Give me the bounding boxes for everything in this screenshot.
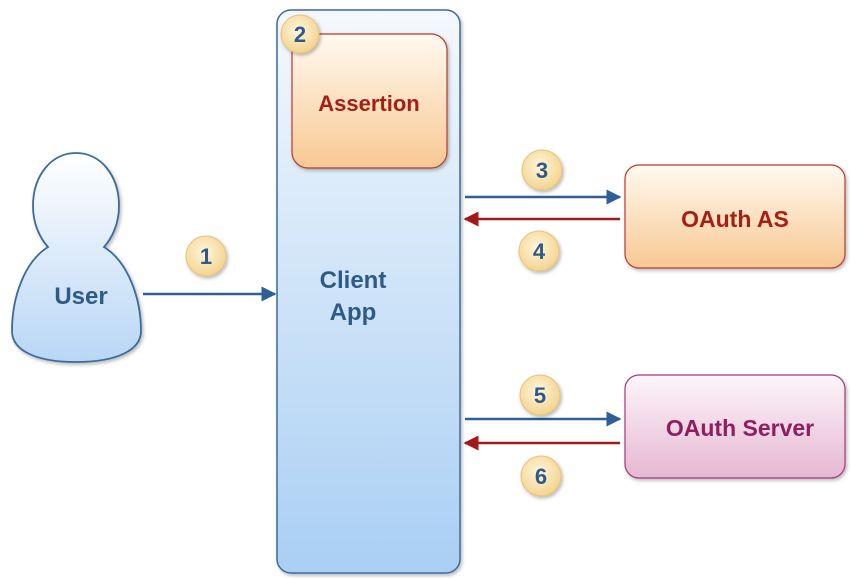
step-4-label: 4 xyxy=(533,239,546,264)
assertion-box xyxy=(291,33,448,169)
user-icon xyxy=(11,152,142,363)
step-3-badge-circle xyxy=(521,149,563,191)
oauth-server-box xyxy=(624,374,846,479)
step-4-badge-circle xyxy=(518,230,560,272)
oauth-as-label: OAuth AS xyxy=(681,206,789,232)
step-5-label: 5 xyxy=(534,383,546,408)
step-2-badge: 2 xyxy=(280,14,320,54)
oauth-server-node: OAuth Server xyxy=(624,374,846,479)
step-2-badge-circle xyxy=(280,14,320,54)
client-app-label-line2: App xyxy=(330,299,377,326)
step-5-badge-circle xyxy=(519,374,561,416)
oauth-as-node: OAuth AS xyxy=(624,164,846,269)
step-4-badge: 4 xyxy=(518,230,560,272)
client-app-label-line1: Client xyxy=(320,267,387,294)
step-1-label: 1 xyxy=(200,244,212,269)
assertion-label: Assertion xyxy=(318,91,419,116)
user-label: User xyxy=(54,283,107,310)
oauth-server-label: OAuth Server xyxy=(666,415,814,441)
assertion-node: Assertion xyxy=(291,33,448,169)
step-5-badge: 5 xyxy=(519,374,561,416)
step-2-label: 2 xyxy=(294,22,306,47)
step-1-badge-circle xyxy=(185,235,227,277)
step-6-badge: 6 xyxy=(520,455,562,497)
step-1-badge: 1 xyxy=(185,235,227,277)
step-6-badge-circle xyxy=(520,455,562,497)
oauth-as-box xyxy=(624,164,846,269)
step-3-label: 3 xyxy=(536,158,548,183)
user-node: User xyxy=(11,152,142,363)
step-6-label: 6 xyxy=(535,464,547,489)
step-3-badge: 3 xyxy=(521,149,563,191)
